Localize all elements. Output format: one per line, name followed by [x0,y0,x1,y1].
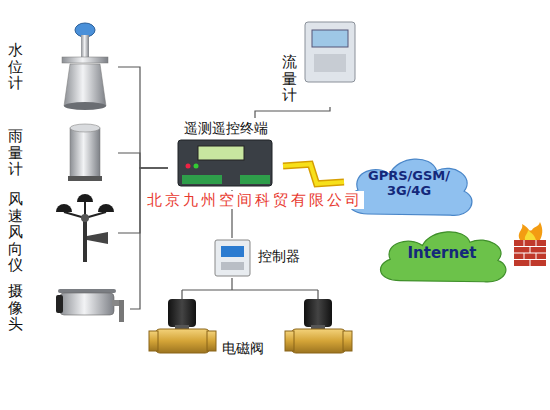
bolt-outline [283,164,344,184]
wire-connector [118,67,168,168]
firewall-icon [536,240,537,247]
wire-connector [255,107,330,118]
wire-connector [231,278,232,290]
valve-wires [182,289,318,290]
flow-meter [305,22,355,82]
device-label: 水位计 [8,42,23,92]
device-label: 雨量计 [8,128,23,178]
solenoid-valve [291,329,346,353]
device-label: 遥测遥控终端 [168,120,283,137]
controller [215,240,250,276]
radar-level-gauge [64,102,106,110]
flow-meter [314,54,346,72]
firewall-icon [519,222,542,240]
bolt-fill [283,164,344,184]
solenoid-valve [304,299,332,327]
solenoid-valve [155,329,210,353]
rain-gauge [68,176,102,181]
valve-wires [317,290,318,299]
wireless-bolt [283,164,344,184]
camera [56,295,63,313]
solenoid-valve [285,331,294,351]
telemetry-terminal [186,164,191,169]
anemometer [56,204,72,212]
controller [221,246,244,257]
flow-meter [305,22,355,82]
controller [215,240,250,276]
wire-connector [118,153,168,168]
anemometer [56,194,114,262]
firewall-icon [514,222,546,266]
solenoid-valve [285,299,352,353]
device-label: 电磁阀 [222,340,264,357]
firewall-icon [514,240,546,266]
anemometer [98,204,114,212]
valve-wires [181,290,182,299]
cloud-label: Internet [407,245,476,262]
water-level-meter: 水位计 [6,22,118,112]
wire-connector [130,168,168,309]
solenoid-valve [149,299,216,353]
telemetry-terminal [194,164,199,169]
device-label: 风速风向仪 [8,191,23,274]
telemetry-terminal [178,140,272,186]
device-label: 摄像头 [8,283,23,333]
firewall-icon [536,253,537,260]
watermark: 北京九州空间科贸有限公司 [146,191,364,209]
camera [119,300,124,322]
solenoid-valve [343,331,352,351]
firewall-icon [514,240,546,266]
firewall-icon [524,253,525,260]
solenoid-valve [149,331,158,351]
device-label: 流量计 [282,54,297,104]
flow-meter-unit: 流量计 [280,20,360,107]
firewall-icon [530,247,531,254]
camera-unit: 摄像头 [6,282,130,336]
solenoid-valve [168,299,196,327]
rain-gauge [70,124,100,132]
anemometer [77,194,93,202]
network-cloud: GPRS/GSM/ 3G/4G [340,148,478,220]
radar-level-gauge [81,35,89,57]
controller [221,262,244,270]
camera [60,293,114,315]
solenoid-valves: 电磁阀 [145,290,355,362]
radar-level-gauge [62,23,108,110]
internet-cloud: Internet [372,222,512,286]
valve-wires [182,290,318,299]
solenoid-valve [207,331,216,351]
telemetry-terminal [198,146,244,160]
telemetry-terminal [178,140,272,186]
telemetry-terminal [182,175,222,184]
firewall-icon [524,240,525,247]
radar-level-gauge [75,23,95,37]
radar-level-gauge [64,64,106,106]
anemometer [81,214,89,222]
radar-level-gauge [62,57,108,63]
camera [58,289,116,293]
flow-meter [312,30,348,47]
camera [56,289,124,322]
anemometer-unit: 风速风向仪 [6,188,118,278]
anemometer [83,220,87,262]
device-label: 控制器 [258,248,300,265]
cloud-outline [381,232,506,282]
telemetry-terminal [240,175,270,184]
rain-gauge-unit: 雨量计 [6,122,118,184]
cloud-outline [348,159,472,215]
anemometer [87,232,108,244]
rtu-terminal: 遥测遥控终端 [168,118,283,190]
controller-unit: 控制器 [212,238,310,278]
firewall-icon [525,230,536,240]
rain-gauge [68,124,102,181]
cloud-label: GPRS/GSM/ 3G/4G [367,169,451,199]
firewall-icon [530,260,531,267]
rain-gauge [70,128,100,178]
